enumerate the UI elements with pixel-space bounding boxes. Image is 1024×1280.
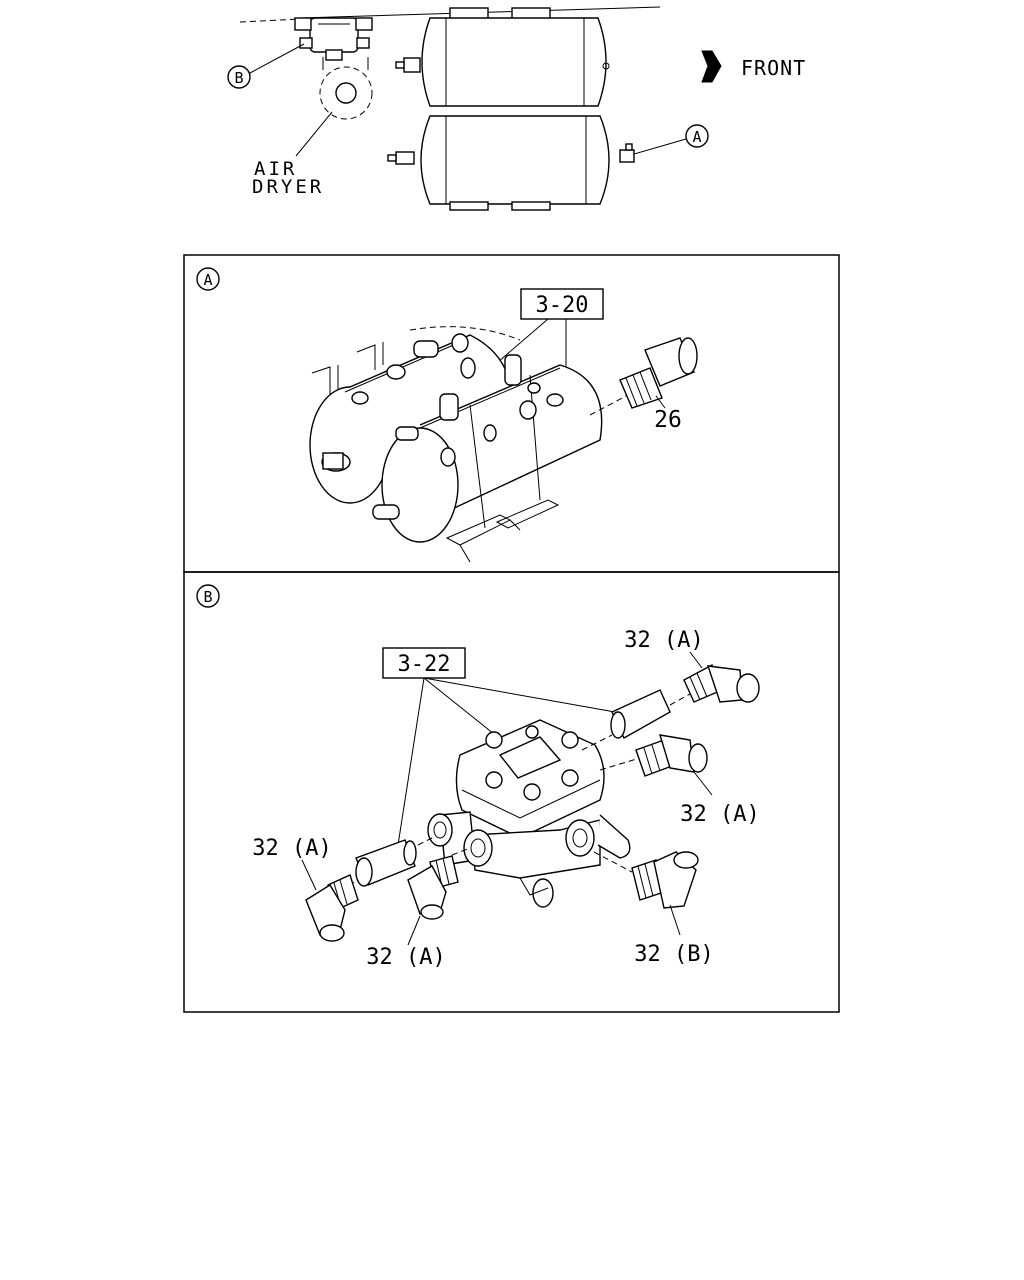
front-arrow-icon bbox=[701, 50, 722, 83]
part-label-32a-top: 32 (A) bbox=[624, 628, 703, 653]
panel-b-marker: B bbox=[203, 588, 212, 606]
elbow-fitting-32a-top bbox=[683, 664, 760, 703]
ref-box-3-22 bbox=[382, 647, 466, 679]
part-label-32b: 32 (B) bbox=[634, 942, 713, 967]
detail-panel-b: B 3-22 bbox=[183, 571, 840, 1013]
panel-b-marker-circle bbox=[196, 584, 220, 608]
air-tank-upper bbox=[395, 7, 610, 107]
air-dryer-label-1: AIR bbox=[254, 158, 297, 180]
detail-panel-a: A 3-20 bbox=[183, 254, 840, 573]
air-tank-lower bbox=[387, 115, 635, 211]
air-tank-front bbox=[372, 354, 603, 543]
overview-section: B AIR DRYER bbox=[227, 6, 806, 211]
callout-a-circle bbox=[685, 124, 709, 148]
adapter-left bbox=[355, 839, 417, 887]
callout-a-label: A bbox=[692, 128, 701, 146]
ref-box-3-20-label: 3-20 bbox=[536, 293, 589, 318]
panel-a-marker-circle bbox=[196, 267, 220, 291]
ref-box-3-20 bbox=[520, 288, 604, 320]
callout-b-label: B bbox=[234, 69, 243, 87]
part-label-32a-left: 32 (A) bbox=[252, 836, 331, 861]
elbow-fitting-32a-mid bbox=[635, 734, 708, 777]
air-tank-rear bbox=[309, 326, 521, 504]
front-label: FRONT bbox=[741, 56, 806, 80]
ref-box-3-22-label: 3-22 bbox=[398, 652, 451, 677]
adapter-top bbox=[610, 689, 671, 739]
part-label-32a-bottom: 32 (A) bbox=[366, 945, 445, 970]
part-label-32a-mid: 32 (A) bbox=[680, 802, 759, 827]
tank-brackets bbox=[311, 342, 560, 563]
callout-b-circle bbox=[227, 65, 251, 89]
relay-valve-overview bbox=[294, 17, 373, 61]
air-dryer bbox=[319, 57, 373, 120]
air-dryer-label-2: DRYER bbox=[252, 176, 324, 198]
elbow-fitting-26 bbox=[619, 337, 698, 409]
part-label-26: 26 bbox=[654, 407, 682, 433]
relay-valve bbox=[427, 719, 631, 908]
panel-a-marker: A bbox=[203, 271, 212, 289]
elbow-fitting-32a-left bbox=[305, 874, 359, 942]
elbow-fitting-32a-bottom bbox=[407, 855, 459, 920]
elbow-fitting-32b bbox=[631, 851, 699, 909]
